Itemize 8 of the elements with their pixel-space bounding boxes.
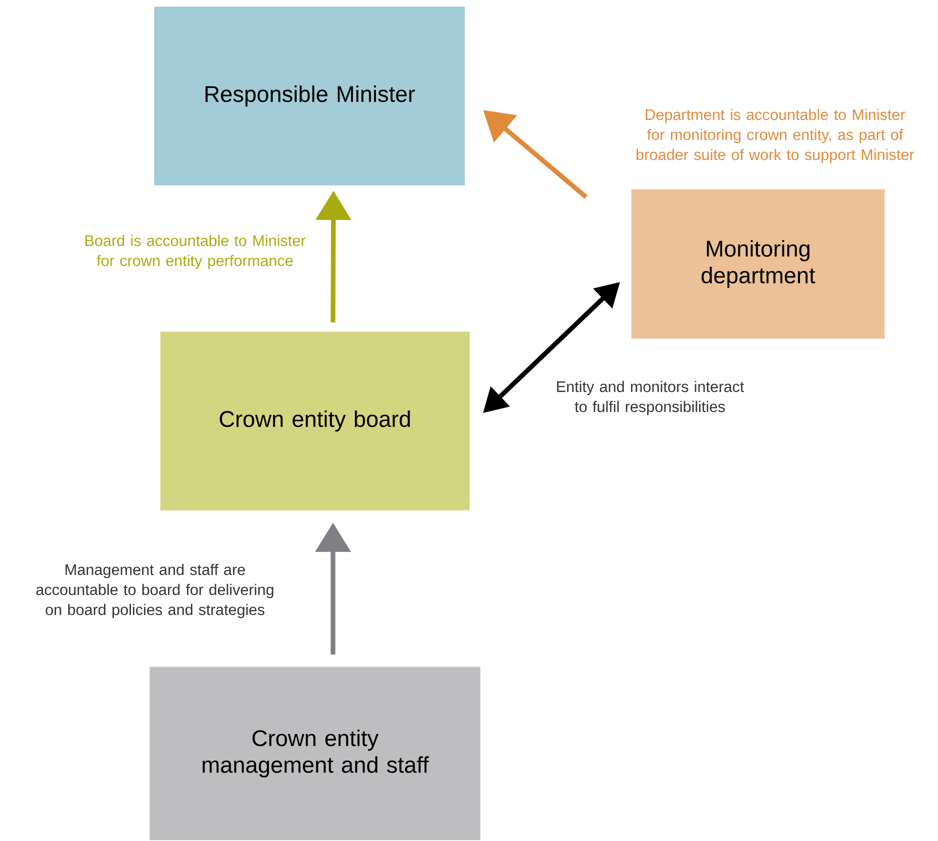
entity-box: Crown entity management and staff bbox=[150, 666, 480, 840]
edge-label: Department is accountable to Minister for monitoring crown entity, as part of broader suite of work to support Minister bbox=[636, 108, 914, 164]
entity-box: Crown entity board bbox=[160, 332, 470, 510]
edge-label: Board is accountable to Minister for crown entity performance bbox=[85, 234, 306, 270]
entity-box: Monitoring department bbox=[631, 189, 885, 339]
edge-label: Management and staff are accountable to board for delivering on board policies and strategies bbox=[36, 564, 274, 618]
edge-label: Entity and monitors interact to fulfil responsibilities bbox=[557, 380, 744, 416]
entity-box: Responsible Minister bbox=[154, 6, 465, 186]
